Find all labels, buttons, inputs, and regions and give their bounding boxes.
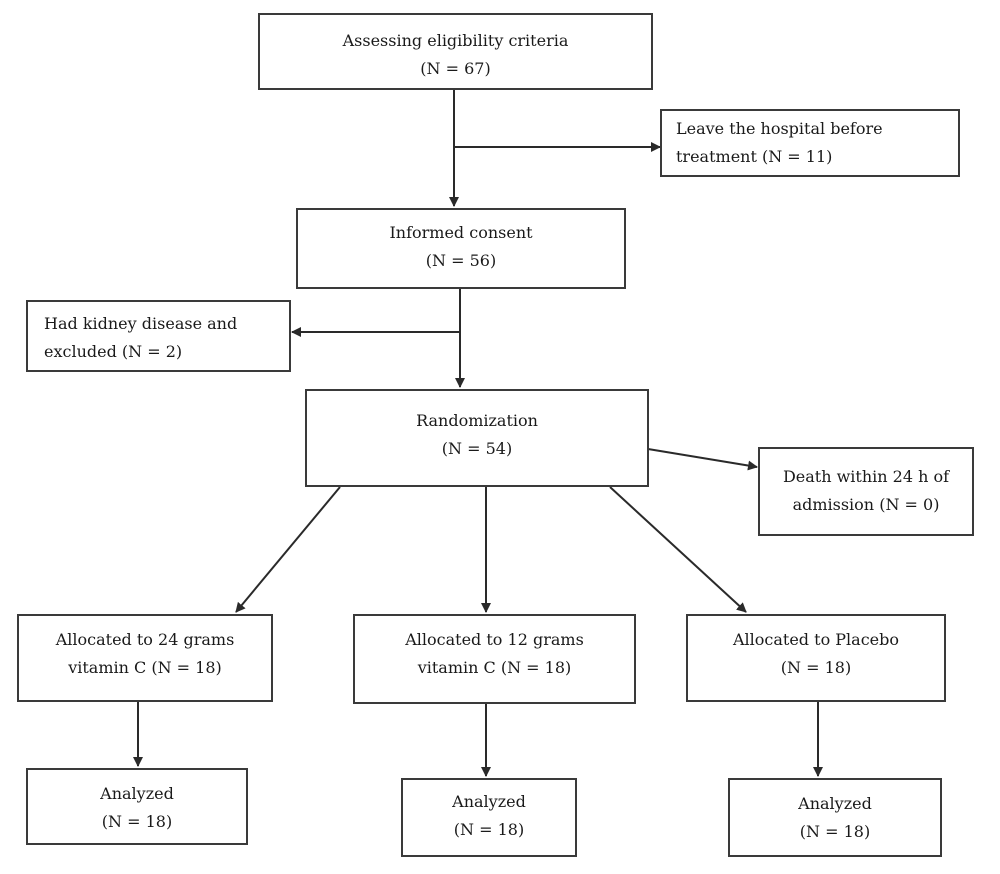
consent-box: Informed consent (N = 56) bbox=[296, 208, 626, 289]
alloc-placebo-line2: (N = 18) bbox=[780, 658, 852, 677]
left-hospital-line2: treatment (N = 11) bbox=[676, 147, 833, 166]
alloc-24-line2: vitamin C (N = 18) bbox=[68, 658, 222, 677]
kidney-line2: excluded (N = 2) bbox=[44, 342, 183, 361]
alloc-24-box: Allocated to 24 grams vitamin C (N = 18) bbox=[17, 614, 273, 702]
left-hospital-line1: Leave the hospital before bbox=[676, 119, 883, 138]
kidney-box: Had kidney disease and excluded (N = 2) bbox=[26, 300, 291, 372]
eligibility-count: (N = 67) bbox=[420, 59, 491, 78]
analyzed-24-count: (N = 18) bbox=[101, 812, 173, 831]
randomization-count: (N = 54) bbox=[441, 439, 513, 458]
alloc-placebo-line1: Allocated to Placebo bbox=[732, 630, 900, 649]
alloc-12-line1: Allocated to 12 grams bbox=[405, 630, 584, 649]
eligibility-title: Assessing eligibility criteria bbox=[342, 31, 569, 50]
analyzed-24-box: Analyzed (N = 18) bbox=[26, 768, 248, 845]
arrow-to-alloc-24 bbox=[235, 486, 341, 613]
consent-count: (N = 56) bbox=[425, 251, 497, 270]
randomization-title: Randomization bbox=[416, 411, 538, 430]
analyzed-placebo-count: (N = 18) bbox=[799, 822, 871, 841]
analyzed-12-title: Analyzed bbox=[452, 792, 526, 811]
analyzed-placebo-box: Analyzed (N = 18) bbox=[728, 778, 942, 857]
alloc-placebo-box: Allocated to Placebo (N = 18) bbox=[686, 614, 946, 702]
death-box: Death within 24 h of admission (N = 0) bbox=[758, 447, 974, 536]
arrow-to-death bbox=[647, 448, 758, 471]
death-line2: admission (N = 0) bbox=[792, 495, 940, 514]
analyzed-placebo-title: Analyzed bbox=[798, 794, 872, 813]
left-hospital-box: Leave the hospital before treatment (N =… bbox=[660, 109, 960, 177]
eligibility-box: Assessing eligibility criteria (N = 67) bbox=[258, 13, 653, 90]
alloc-12-box: Allocated to 12 grams vitamin C (N = 18) bbox=[353, 614, 636, 704]
alloc-24-line1: Allocated to 24 grams bbox=[55, 630, 235, 649]
consent-title: Informed consent bbox=[389, 223, 533, 242]
kidney-line1: Had kidney disease and bbox=[44, 314, 238, 333]
analyzed-12-box: Analyzed (N = 18) bbox=[401, 778, 577, 857]
analyzed-24-title: Analyzed bbox=[100, 784, 174, 803]
death-line1: Death within 24 h of bbox=[782, 467, 950, 486]
randomization-box: Randomization (N = 54) bbox=[305, 389, 649, 487]
analyzed-12-count: (N = 18) bbox=[453, 820, 525, 839]
alloc-12-line2: vitamin C (N = 18) bbox=[417, 658, 572, 677]
arrow-to-alloc-placebo bbox=[609, 486, 747, 613]
